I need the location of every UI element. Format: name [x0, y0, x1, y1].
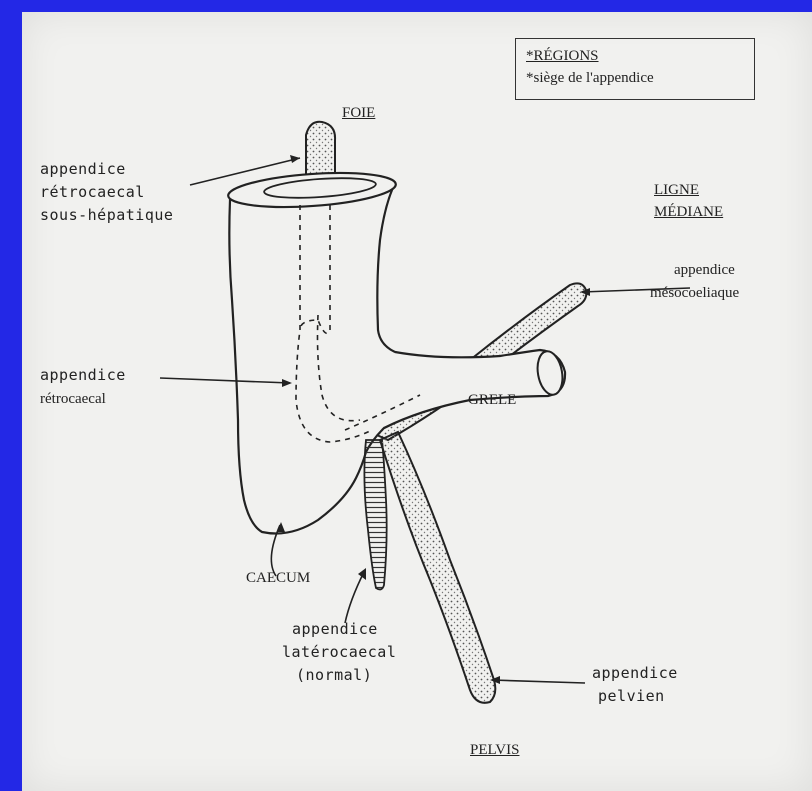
- label-caecum: CAECUM: [246, 568, 310, 588]
- label-subhepatic-3: sous-hépatique: [40, 204, 173, 226]
- label-foie: FOIE: [342, 103, 375, 123]
- pelvic-appendix-shape: [380, 432, 495, 703]
- laterocaecal-appendix-shape: [364, 440, 386, 589]
- label-mesocoeliac-2: mésocoeliaque: [650, 283, 739, 303]
- legend-regions: *RÉGIONS: [526, 45, 754, 67]
- label-laterocaecal-2: latérocaecal: [282, 641, 396, 663]
- label-pelvis: PELVIS: [470, 740, 519, 760]
- label-laterocaecal-1: appendice: [292, 618, 378, 640]
- label-subhepatic-1: appendice: [40, 158, 126, 180]
- label-subhepatic-2: rétrocaecal: [40, 181, 145, 203]
- label-pelvic-1: appendice: [592, 662, 678, 684]
- label-mediane: MÉDIANE: [654, 202, 723, 222]
- label-grele: GRELE: [468, 390, 516, 410]
- label-ligne: LIGNE: [654, 180, 699, 200]
- legend-regions-text: *RÉGIONS: [526, 48, 599, 64]
- label-retrocaecal-2: rétrocaecal: [40, 389, 106, 409]
- label-pelvic-2: pelvien: [598, 685, 665, 707]
- label-retrocaecal-1: appendice: [40, 364, 126, 386]
- label-laterocaecal-3: (normal): [296, 664, 372, 686]
- legend-appendix-site: *siège de l'appendice: [526, 67, 754, 89]
- legend-box: *RÉGIONS *siège de l'appendice: [515, 38, 755, 100]
- label-mesocoeliac-1: appendice: [674, 260, 735, 280]
